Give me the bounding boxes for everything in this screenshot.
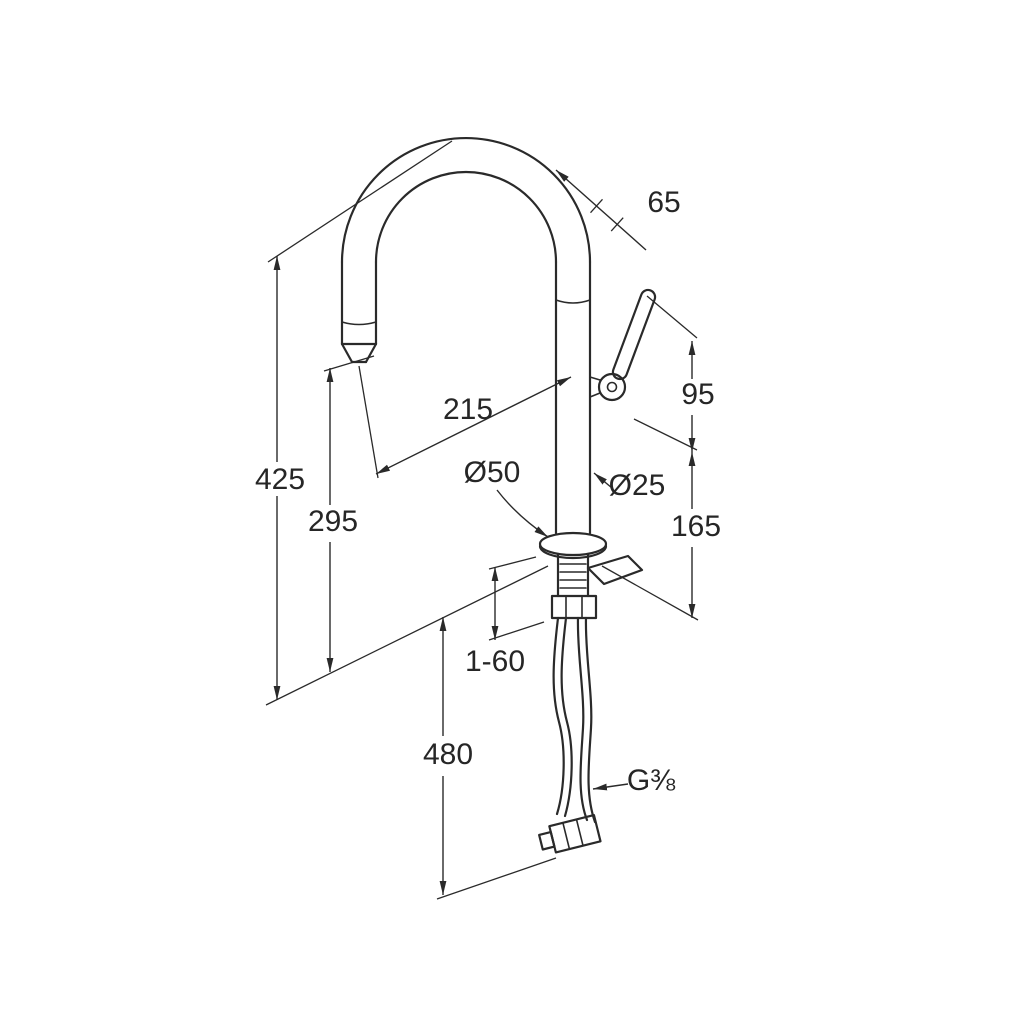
dimension-label-295: 295 xyxy=(308,505,358,538)
dimension-label-d50: Ø50 xyxy=(464,456,521,489)
hose-2-left xyxy=(576,616,589,822)
dimension-label-65: 65 xyxy=(647,186,680,219)
dimension-spout-reach: 215 xyxy=(358,365,572,479)
handle-lever xyxy=(611,288,657,381)
handle-pivot-center xyxy=(606,381,618,393)
body-seam xyxy=(555,299,591,304)
supply-hoses xyxy=(552,616,597,824)
escutcheon-ellipse xyxy=(538,531,608,557)
connector-body xyxy=(548,813,602,854)
faucet-outline xyxy=(340,136,657,854)
dim-g38-leader xyxy=(592,783,629,791)
dimension-label-480: 480 xyxy=(423,738,473,771)
dimension-deck-to-handle: 165 xyxy=(671,452,721,618)
handle-pivot xyxy=(597,372,627,402)
base-escutcheon xyxy=(538,531,608,560)
dim-65-tick-1 xyxy=(590,198,603,214)
dimension-outlet-height: 295 xyxy=(308,355,375,672)
dimension-label-95: 95 xyxy=(681,378,714,411)
spout-outer-arc xyxy=(340,136,592,264)
reference-planes xyxy=(265,565,699,706)
deck-plane-left xyxy=(265,565,549,706)
dim-215-ext-left xyxy=(358,365,379,479)
dim-95-ext-mid xyxy=(633,418,698,451)
dimension-hose-length: 480 xyxy=(423,617,557,900)
dim-65-tick-2 xyxy=(610,217,624,232)
sprayhead-seam xyxy=(341,321,377,326)
dimension-thread-size: G⅜ xyxy=(592,764,676,797)
mounting-bracket-fold xyxy=(595,575,605,585)
body xyxy=(554,260,592,535)
dim-425-ext-top xyxy=(267,140,453,263)
hose-connector xyxy=(538,813,602,854)
deck-plane-right xyxy=(601,565,699,621)
hose-1-right xyxy=(560,616,573,818)
dimension-spout-offset: 65 xyxy=(555,169,681,251)
connector-tip xyxy=(538,830,556,851)
dimension-base-diameter: Ø50 xyxy=(464,456,549,538)
dim-d50-leader xyxy=(496,489,549,538)
hose-2-right xyxy=(584,616,597,824)
hose-1-left xyxy=(552,616,565,816)
dimension-body-diameter: Ø25 xyxy=(593,469,666,502)
dimension-label-d25: Ø25 xyxy=(609,469,666,502)
spout-inner-arc xyxy=(374,170,558,264)
dim-215-line xyxy=(375,376,572,475)
dimension-label-425: 425 xyxy=(255,463,305,496)
sprayhead-tip-left xyxy=(340,342,354,364)
dim-d25-leader xyxy=(593,472,613,489)
dimension-overall-height: 425 xyxy=(255,140,453,700)
handle xyxy=(589,288,657,402)
dimension-handle-length: 95 xyxy=(633,295,715,452)
dim-95-ext-top xyxy=(646,295,698,339)
dimension-label-165: 165 xyxy=(671,510,721,543)
dimension-mount-range: 1-60 xyxy=(465,556,545,678)
dimension-label-g38: G⅜ xyxy=(627,764,676,797)
handle-mount-bottom xyxy=(589,392,601,398)
connector-hex-1 xyxy=(562,822,571,850)
handle-mount-top xyxy=(589,376,601,381)
mounting-bracket xyxy=(586,554,644,586)
dim-65-leader xyxy=(555,169,647,251)
connector-hex-2 xyxy=(575,818,584,847)
mounting-hardware xyxy=(550,552,644,620)
dimension-label-160: 1-60 xyxy=(465,645,525,678)
spout xyxy=(340,136,592,364)
sprayhead-tip-right xyxy=(364,342,378,364)
escutcheon-lower-arc xyxy=(538,544,608,560)
dimension-label-215: 215 xyxy=(443,393,493,426)
dim-160-ext-top xyxy=(488,556,537,570)
dim-480-ext-bottom xyxy=(436,857,557,900)
dim-160-ext-bottom xyxy=(488,621,545,641)
mounting-nut xyxy=(550,594,598,620)
